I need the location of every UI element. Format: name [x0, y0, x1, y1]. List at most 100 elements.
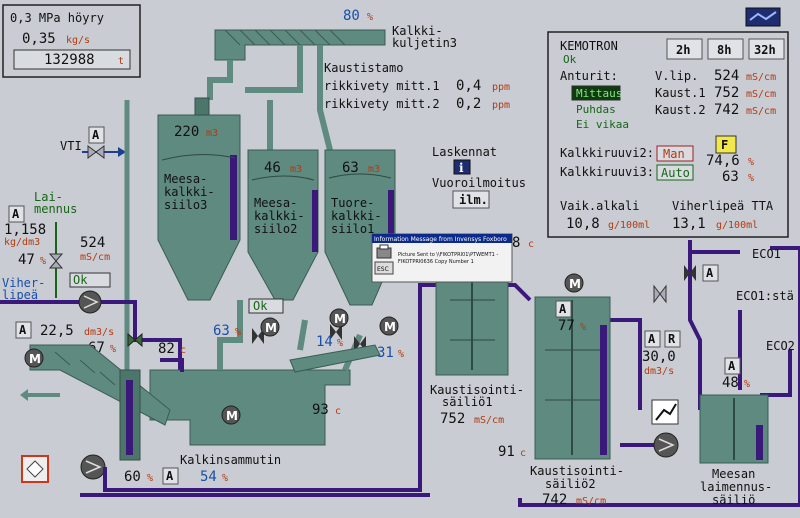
trend-2h-button[interactable]: 2h: [666, 38, 703, 60]
green-liquor-flow-unit: dm3/s: [84, 327, 114, 338]
caustic-tank-1-label-1: Kaustisointi-: [430, 383, 524, 397]
vti-valve-icon[interactable]: [87, 145, 105, 159]
info-dialog[interactable]: Information Message from Invensys Foxbor…: [371, 233, 513, 283]
lime-conveyor-3: [207, 29, 386, 151]
kaust1-unit: mS/cm: [746, 89, 776, 100]
h2s-1-value: 0,4: [456, 78, 481, 94]
motor-icon[interactable]: M: [379, 316, 399, 336]
feed-31-pct: 31: [377, 345, 394, 361]
silo1-volume: 63: [342, 160, 359, 176]
silo1-label-2: kalkki-: [331, 209, 382, 223]
h2s-2-unit: ppm: [492, 100, 510, 111]
mud-tank-level: 48: [722, 375, 739, 391]
h2s-1-unit: ppm: [492, 82, 510, 93]
dilution-label-2: mennus: [34, 202, 77, 216]
sensors-label: Anturit:: [560, 69, 618, 83]
slaker-temp-2-unit: c: [335, 406, 341, 417]
measure-mode: Mittaus: [576, 87, 622, 100]
slaker-mode-button[interactable]: A: [162, 467, 179, 485]
lime-screw-2-value: 74,6: [706, 153, 740, 169]
laskennat-title: Laskennat: [432, 145, 497, 159]
vti-mode-button[interactable]: A: [88, 126, 105, 144]
active-alkali-label: Vaik.alkali: [560, 199, 639, 213]
caustic-tank-2-label-1: Kaustisointi-: [530, 464, 624, 478]
slaker-temp-3: 8: [512, 235, 520, 251]
green-liquor-mode-button[interactable]: A: [15, 321, 32, 339]
dilution-mode-button[interactable]: A: [8, 205, 25, 223]
flow-control-valve-icon[interactable]: [651, 399, 679, 425]
trend-8h-button[interactable]: 8h: [707, 38, 744, 60]
trend-icon[interactable]: [745, 7, 781, 27]
green-liquor-valve-icon[interactable]: [127, 332, 143, 348]
trend-32h-label: 32h: [754, 43, 776, 57]
slaker-speed: 54: [200, 469, 217, 485]
green-liquor-tta-label: Viherlipeä TTA: [672, 199, 774, 213]
slaker-name: Kalkinsammutin: [180, 453, 281, 467]
motor-icon[interactable]: M: [221, 405, 241, 425]
shift-report-button[interactable]: ilm.: [452, 190, 490, 209]
silo3-label-1: Meesa-: [164, 172, 207, 186]
flow-mode-r-button[interactable]: R: [664, 330, 681, 348]
silo-ok-indicator: [248, 298, 284, 314]
silo3-unit: m3: [206, 128, 218, 139]
dilution-valve-pct-unit: %: [40, 256, 46, 267]
feeder-f-button[interactable]: F: [715, 135, 737, 154]
flow-mode-a-button[interactable]: A: [644, 330, 661, 348]
tank2-pump-icon[interactable]: [653, 432, 679, 458]
slaker-temp-2: 93: [312, 402, 329, 418]
feeder-f-label: F: [721, 138, 728, 152]
eco-valve-mode-button[interactable]: A: [702, 264, 719, 282]
silo3-label-3: siilo3: [164, 198, 207, 212]
motor-icon[interactable]: M: [260, 317, 280, 337]
dialog-esc-button[interactable]: ESC: [374, 261, 394, 275]
h2s-panel: Kaustistamo rikkivety mitt.1 0,4 ppm rik…: [324, 61, 510, 112]
green-liquor-line: Viher- lipeä A 22,5 dm3/s 67 %: [0, 276, 182, 370]
svg-text:i: i: [459, 161, 464, 175]
lime-screw-3-mode[interactable]: Auto: [656, 164, 694, 181]
dilution-valve-icon[interactable]: [48, 253, 64, 269]
lime-screw-2-mode[interactable]: Man: [656, 145, 694, 162]
dilution-ok: Ok: [73, 273, 88, 287]
trend-32h-button[interactable]: 32h: [748, 38, 785, 60]
motor-icon[interactable]: M: [564, 273, 584, 293]
motor-icon[interactable]: M: [329, 308, 349, 328]
slaker-speed-unit: %: [222, 473, 228, 484]
silo-3: 220 m3 Meesa- kalkki- siilo3: [157, 97, 241, 301]
flow-controller: A R 30,0 dm3/s: [642, 330, 681, 458]
kaust2-unit: mS/cm: [746, 106, 776, 117]
tank-valve-icon[interactable]: [653, 284, 667, 304]
screw-3-valve-icon[interactable]: [330, 324, 342, 340]
mud-tank-mode-button[interactable]: A: [724, 357, 741, 375]
caustic-tank-2-label-2: säiliö2: [545, 477, 596, 491]
lime-screw-2-pct: %: [748, 157, 754, 168]
green-liquor-pump-icon[interactable]: [78, 290, 102, 314]
caustic-tank-2-mode-button[interactable]: A: [555, 300, 572, 318]
slaker-level: 60: [124, 469, 141, 485]
silo3-label-2: kalkki-: [164, 185, 215, 199]
dialog-title: Information Message from Invensys Foxbor…: [374, 236, 507, 243]
flow-mode-a-label: A: [648, 332, 656, 346]
motor-label: M: [384, 320, 396, 334]
alarm-valve-icon[interactable]: [21, 455, 49, 483]
conveyor-label-2: kuljetin3: [392, 36, 457, 50]
kemotron-title: KEMOTRON: [560, 39, 618, 53]
mud-tank-label-2: laimennus-: [700, 480, 772, 494]
h2s-2-label: rikkivety mitt.2: [324, 97, 440, 111]
vti-label: VTI: [60, 139, 82, 153]
caustic-tank-1: Kaustisointi- säiliö1 752 mS/cm: [430, 279, 524, 427]
slaker-pump-icon[interactable]: [80, 454, 106, 480]
caustic-tank-2-unit: mS/cm: [576, 496, 606, 507]
silo-2: 46 m3 Meesa- kalkki- siilo2: [247, 149, 319, 301]
h2s-2-value: 0,2: [456, 96, 481, 112]
screw-2-valve-icon[interactable]: [252, 328, 264, 344]
caustic-tank-2-cond: 742: [542, 492, 567, 508]
green-liquor-mode-label: A: [19, 323, 27, 337]
flow-mode-r-label: R: [668, 332, 676, 346]
motor-icon[interactable]: M: [24, 348, 44, 368]
info-icon[interactable]: i: [453, 159, 471, 175]
slaker-mode-label: A: [166, 469, 174, 483]
eco-valve-icon[interactable]: [684, 265, 696, 281]
laskennat-panel: Laskennat i Vuoroilmoitus ilm.: [432, 145, 526, 209]
eco-valve-mode-label: A: [706, 266, 714, 280]
mud-tank-label-1: Meesan: [712, 467, 755, 481]
